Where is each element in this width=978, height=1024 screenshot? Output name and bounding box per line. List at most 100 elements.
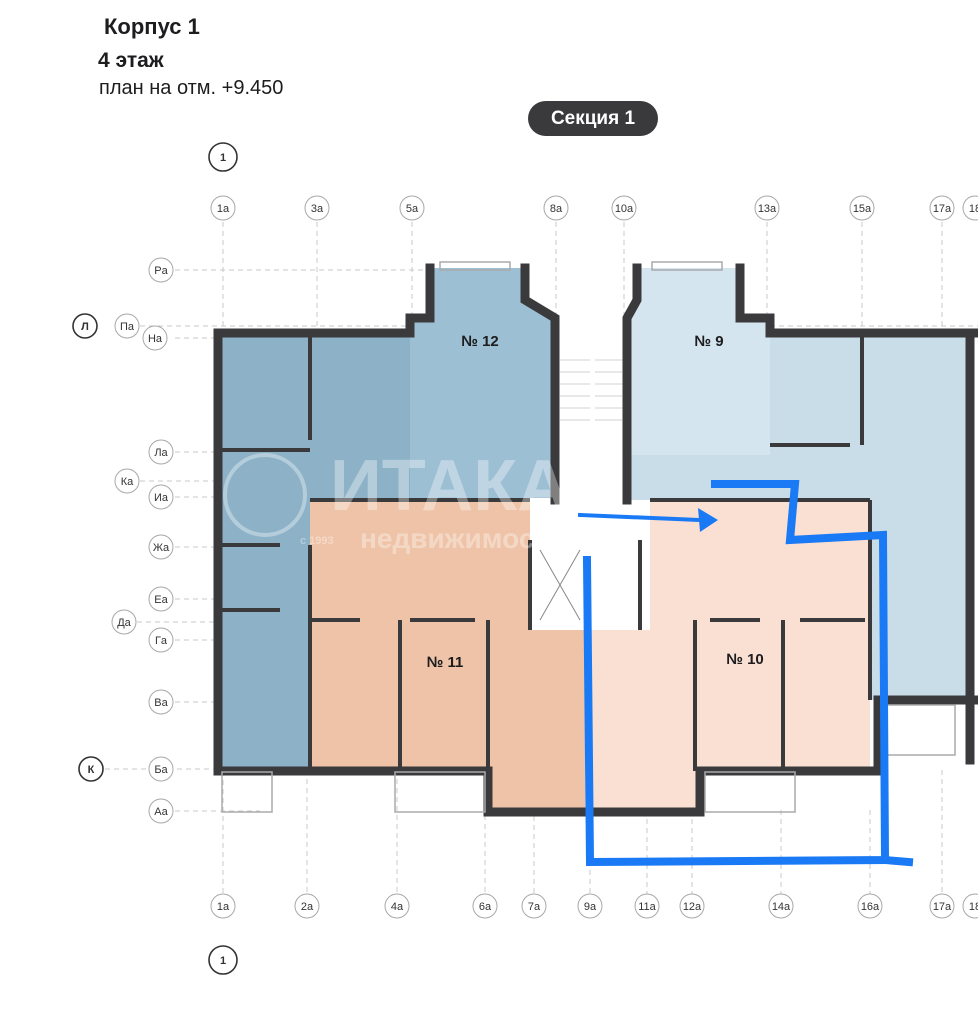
axis-left-1-label: Пa	[120, 321, 135, 333]
axis-top-1: 3a	[304, 195, 330, 221]
axis-top-2-label: 5a	[406, 203, 419, 215]
axis-top-7-label: 17a	[933, 203, 952, 215]
axis-bottom-10: 17a	[929, 893, 955, 919]
axis-top-3-label: 8a	[550, 203, 563, 215]
axis-major-top-label: 1	[220, 152, 226, 164]
building-outline	[218, 268, 970, 810]
apartment-label-12: № 12	[461, 333, 499, 350]
axis-left-10-label: Вa	[154, 697, 168, 709]
axis-bottom-3: 6a	[472, 893, 498, 919]
watermark-brand: ИТАКА	[330, 446, 569, 526]
plan-level-label: план на отм. +9.450	[99, 77, 284, 99]
apartment-label-9: № 9	[694, 333, 723, 350]
axis-left-9: Гa	[148, 627, 174, 653]
axis-left-5: Иa	[148, 484, 174, 510]
section-badge[interactable]: Секция 1	[528, 101, 658, 136]
apartment-12-area[interactable]	[410, 268, 555, 498]
axis-left-0: Pa	[148, 257, 174, 283]
axis-bottom-5-label: 9a	[584, 901, 597, 913]
axis-left-8-label: Дa	[117, 617, 131, 629]
axis-bottom-2-label: 4a	[391, 901, 404, 913]
apartment-10-area[interactable]	[585, 500, 870, 810]
axis-left-2: Нa	[142, 325, 168, 351]
axis-top-8-label: 18	[969, 203, 978, 215]
axis-bottom-10-label: 17a	[933, 901, 952, 913]
apartment-label-10: № 10	[726, 651, 764, 668]
axis-top-6: 15a	[849, 195, 875, 221]
axis-bottom-1-label: 2a	[301, 901, 314, 913]
axis-left-9-label: Гa	[155, 635, 168, 647]
axis-left-6: Жa	[148, 534, 174, 560]
axis-left-12: Аa	[148, 798, 174, 824]
apartment-9-area[interactable]	[627, 268, 770, 455]
axis-bottom-5: 9a	[577, 893, 603, 919]
axis-bottom-0: 1a	[210, 893, 236, 919]
stair-steps	[560, 359, 622, 421]
axis-left-10: Вa	[148, 689, 174, 715]
section-label: Секция 1	[550, 107, 636, 129]
axis-left-0-label: Pa	[154, 265, 168, 277]
axis-bottom-7: 12a	[679, 893, 705, 919]
axis-left-8: Дa	[111, 609, 137, 635]
axis-top-0-label: 1a	[217, 203, 230, 215]
building-title: Корпус 1	[104, 14, 200, 39]
axis-left-7: Еa	[148, 586, 174, 612]
axis-top-2: 5a	[399, 195, 425, 221]
axis-major-top: 1	[208, 142, 238, 172]
axis-major-left-0-label: Л	[81, 321, 89, 333]
axis-top-5: 13a	[754, 195, 780, 221]
axis-left-4-label: Кa	[121, 476, 134, 488]
axis-bottom-3-label: 6a	[479, 901, 492, 913]
axis-bottom-4: 7a	[521, 893, 547, 919]
axis-bottom-7-label: 12a	[683, 901, 702, 913]
highlight-annotation	[577, 480, 914, 867]
apartment-left-tall[interactable]	[218, 333, 310, 771]
axis-left-7-label: Еa	[154, 594, 168, 606]
axis-top-1-label: 3a	[311, 203, 324, 215]
axis-bottom-0-label: 1a	[217, 901, 230, 913]
axis-bottom-9-label: 16a	[861, 901, 880, 913]
axis-left-6-label: Жa	[153, 542, 170, 554]
axis-left-11: Бa	[148, 756, 174, 782]
apartment-11-area[interactable]	[310, 500, 585, 810]
axis-bottom-8-label: 14a	[772, 901, 791, 913]
axis-left-12-label: Аa	[154, 806, 168, 818]
axis-major-left-0: Л	[72, 313, 98, 339]
axis-major-bottom: 1	[208, 945, 238, 975]
axis-top-6-label: 15a	[853, 203, 872, 215]
axis-bottom-6-label: 11a	[638, 901, 656, 913]
axis-left-11-label: Бa	[154, 764, 168, 776]
axis-left-1: Пa	[114, 313, 140, 339]
axis-major-left-1: К	[78, 756, 104, 782]
stairwell	[555, 325, 627, 500]
axis-top-5-label: 13a	[758, 203, 777, 215]
axis-major-bottom-label: 1	[220, 955, 226, 967]
axis-left-4: Кa	[114, 468, 140, 494]
axis-bottom-6: 11a	[634, 893, 660, 919]
axis-top-0: 1a	[210, 195, 236, 221]
axis-bottom-8: 14a	[768, 893, 794, 919]
apartment-right-upper[interactable]	[770, 333, 970, 455]
apartment-label-11: № 11	[427, 654, 464, 671]
axis-left-3-label: Лa	[154, 447, 168, 459]
axis-left-5-label: Иa	[154, 492, 169, 504]
watermark-since: с 1993	[300, 535, 334, 547]
axis-major-left-1-label: К	[88, 764, 95, 776]
axis-bottom-9: 16a	[857, 893, 883, 919]
arrow-head	[698, 508, 718, 532]
apartment-left-upper[interactable]	[310, 333, 410, 498]
axis-top-4: 10a	[611, 195, 637, 221]
axis-bottom-11: 18	[962, 893, 978, 919]
axis-bottom-4-label: 7a	[528, 901, 541, 913]
axis-bottom-11-label: 18	[969, 901, 978, 913]
axis-left-2-label: Нa	[148, 333, 163, 345]
axis-markers: 1a 3a 5a 8a 10a 13a 15a 17a 18 1a 2a 4a 6a 7a 9a 11a 12a…	[72, 142, 978, 975]
axis-bottom-1: 2a	[294, 893, 320, 919]
axis-top-8: 18	[962, 195, 978, 221]
watermark-subtitle: недвижимость	[360, 523, 565, 554]
axis-bottom-2: 4a	[384, 893, 410, 919]
floor-title: 4 этаж	[98, 49, 164, 72]
axis-top-7: 17a	[929, 195, 955, 221]
interior-walls	[218, 333, 872, 771]
